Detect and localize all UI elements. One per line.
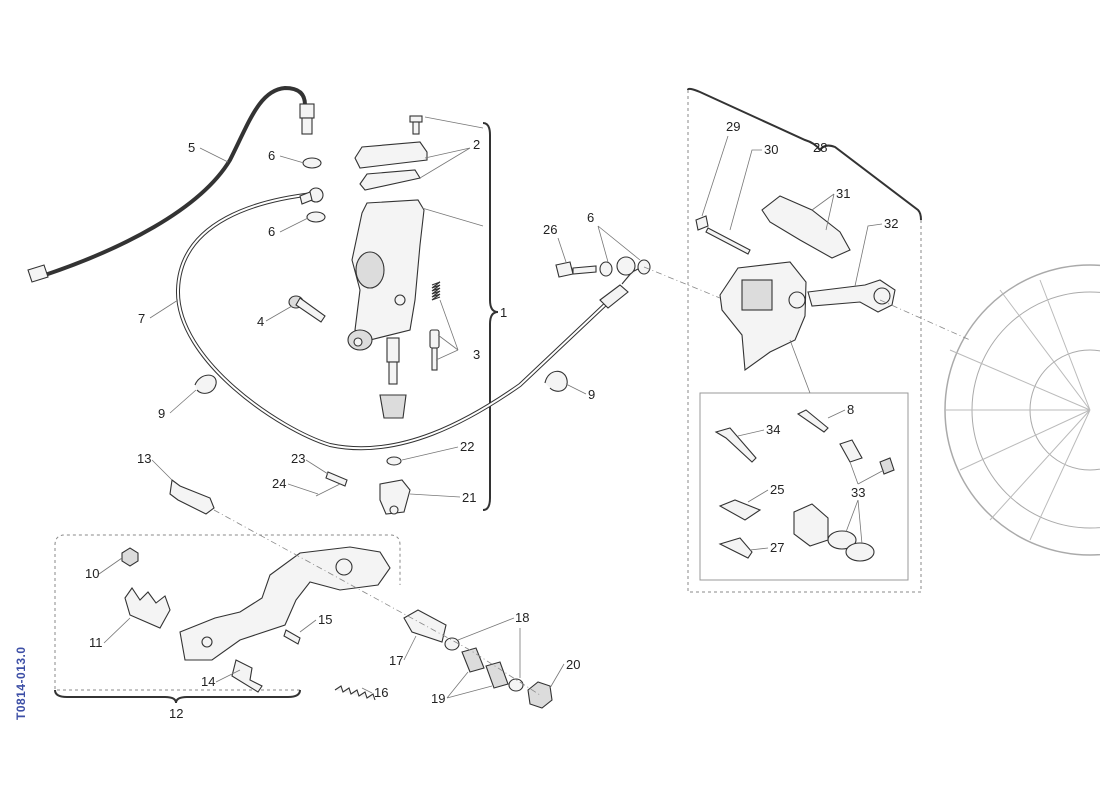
caliper-brace <box>687 87 922 221</box>
seal-ring-upper <box>444 637 460 651</box>
slide-pin <box>714 427 757 463</box>
callout-10: 10 <box>85 566 99 581</box>
brake-pads <box>761 195 851 259</box>
callout-22: 22 <box>460 439 474 454</box>
brake-hose <box>175 187 641 451</box>
reservoir-cap <box>354 141 428 169</box>
callout-9b: 9 <box>588 387 595 402</box>
bleeder-valve <box>796 409 829 433</box>
callout-13: 13 <box>137 451 151 466</box>
hose-clip-left <box>194 374 217 394</box>
cotter-pin <box>315 483 341 497</box>
service-kit-box <box>699 392 909 581</box>
pushrod <box>386 337 400 385</box>
callout-20: 20 <box>566 657 580 672</box>
pedal-arm <box>179 546 391 661</box>
callout-14: 14 <box>201 674 215 689</box>
callout-12: 12 <box>169 706 183 721</box>
pedal-axle-bolt <box>169 479 215 515</box>
callout-32: 32 <box>884 216 898 231</box>
callout-31: 31 <box>836 186 850 201</box>
master-cylinder-body <box>351 199 425 341</box>
lock-nut <box>121 547 139 567</box>
callout-29: 29 <box>726 119 740 134</box>
washer-upper <box>302 157 322 169</box>
callout-30: 30 <box>764 142 778 157</box>
rear-wheel-sprocket <box>944 264 1100 556</box>
callout-25: 25 <box>770 482 784 497</box>
callout-11: 11 <box>89 635 103 650</box>
callout-33: 33 <box>851 485 865 500</box>
callout-3: 3 <box>473 347 480 362</box>
retaining-clip <box>718 537 753 559</box>
callout-8: 8 <box>847 402 854 417</box>
rubber-boot <box>379 394 407 419</box>
callout-28: 28 <box>813 140 827 155</box>
pedal-tip <box>124 587 171 629</box>
callout-9a: 9 <box>158 406 165 421</box>
callout-26: 26 <box>543 222 557 237</box>
piston-seal-b <box>845 542 875 562</box>
clevis <box>379 479 411 515</box>
banjo-bolt <box>555 261 597 278</box>
cap-screw <box>409 115 423 135</box>
pad-spring <box>718 499 762 521</box>
callout-24: 24 <box>272 476 286 491</box>
caliper-bracket <box>807 279 896 313</box>
callout-27: 27 <box>770 540 784 555</box>
guide-bushing <box>839 439 863 463</box>
pivot-bushing <box>403 609 447 643</box>
bearing-lower <box>485 661 509 689</box>
bleeder-screw <box>695 215 709 231</box>
washer <box>386 456 402 466</box>
callout-18: 18 <box>515 610 529 625</box>
axle-nut <box>527 681 553 709</box>
bearing-upper <box>461 647 485 673</box>
drawing-id: T0814-013.0 <box>14 646 28 720</box>
callout-labels: 1 2 3 4 5 6 6 6 7 8 9 9 10 11 12 13 14 1… <box>85 119 898 721</box>
callout-6c: 6 <box>587 210 594 225</box>
caliper-group <box>555 87 922 593</box>
group-brace <box>482 122 499 511</box>
caliper-body <box>719 261 807 372</box>
callout-23: 23 <box>291 451 305 466</box>
banjo-washer-a <box>599 261 613 277</box>
sensor-cable <box>27 85 315 283</box>
callout-7: 7 <box>138 311 145 326</box>
stop-screw <box>283 629 301 645</box>
callout-5: 5 <box>188 140 195 155</box>
callout-21: 21 <box>462 490 476 505</box>
pivot-bolt <box>231 659 263 693</box>
hose-clip-right <box>544 370 568 392</box>
pedal-brace <box>54 689 301 704</box>
piston <box>793 503 829 547</box>
callout-6b: 6 <box>268 224 275 239</box>
callout-1: 1 <box>500 305 507 320</box>
callout-15: 15 <box>318 612 332 627</box>
seal-ring-lower <box>508 678 524 692</box>
callout-16: 16 <box>374 685 388 700</box>
callout-2: 2 <box>473 137 480 152</box>
master-cylinder-group <box>288 115 499 515</box>
caliper-group-box <box>687 90 922 593</box>
callout-4: 4 <box>257 314 264 329</box>
brake-pedal-group <box>54 534 401 704</box>
callout-17: 17 <box>389 653 403 668</box>
return-spring <box>334 685 376 701</box>
cap-gasket <box>359 169 421 191</box>
callout-19: 19 <box>431 691 445 706</box>
washer-lower <box>306 211 326 223</box>
dust-cap <box>879 457 895 475</box>
callout-34: 34 <box>766 422 780 437</box>
pad-pin <box>705 227 751 255</box>
mounting-bolt <box>288 295 326 323</box>
spring-kit <box>429 281 441 371</box>
piston-seal-a <box>827 530 857 550</box>
clevis-pin <box>325 471 348 487</box>
callout-6a: 6 <box>268 148 275 163</box>
